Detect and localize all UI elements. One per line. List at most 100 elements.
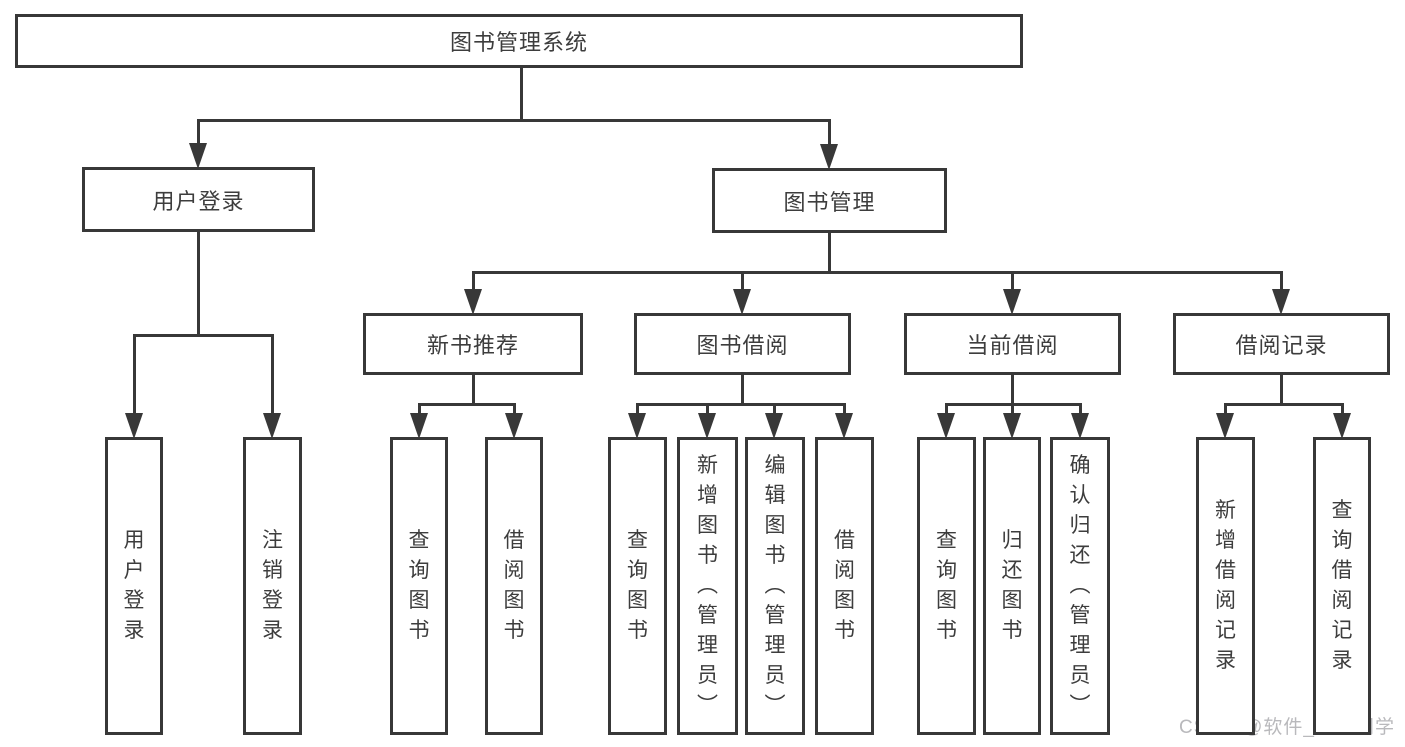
node-label-char: 新 [697,454,718,477]
node-bb-query-books: 查询图书 [608,437,667,735]
node-label-char: 图 [697,514,718,537]
node-nb-borrow-books: 借阅图书 [485,437,543,735]
node-label-char: ︵ [697,574,718,597]
node-label-char: 书 [764,544,786,567]
node-label-char: 图 [408,589,430,612]
arrowhead-down-icon [1216,413,1234,439]
node-label-char: 还 [1069,544,1091,567]
connector-horizontal-line [196,118,831,122]
node-label-char: 书 [834,619,855,642]
connector-vertical-line [1010,375,1014,406]
node-user-login-leaf: 用户登录 [105,437,163,735]
node-label-char: 记 [1331,619,1353,642]
arrowhead-down-icon [765,413,783,439]
node-cb-return-books: 归还图书 [983,437,1041,735]
node-label-char: 员 [697,664,718,687]
node-label-char: 图 [503,589,525,612]
node-label-char: 管 [697,604,718,627]
node-label-char: 借 [834,529,855,552]
arrowhead-down-icon [733,289,751,315]
node-label-char: ︵ [1069,574,1091,597]
arrowhead-down-icon [628,413,646,439]
node-book-borrowing: 图书借阅 [634,313,851,375]
node-label-char: 查 [408,529,430,552]
node-label-char: 管 [764,604,786,627]
node-label-char: 录 [1215,649,1236,672]
node-label-char: 阅 [503,559,525,582]
connector-horizontal-line [1223,402,1344,406]
arrowhead-down-icon [1003,413,1021,439]
node-label-char: 录 [262,619,283,642]
connector-vertical-line [471,375,475,406]
node-current-borrowing: 当前借阅 [904,313,1121,375]
connector-horizontal-line [635,402,846,406]
connector-vertical-line [740,375,744,406]
node-nb-query-books: 查询图书 [390,437,448,735]
arrowhead-down-icon [1333,413,1351,439]
connector-horizontal-line [417,402,516,406]
node-label-char: 询 [408,559,430,582]
node-label-char: 图 [627,589,648,612]
node-logout: 注销登录 [243,437,302,735]
node-label-char: 户 [123,559,145,582]
node-label-char: 书 [936,619,957,642]
node-bb-borrow-books: 借阅图书 [815,437,874,735]
connector-vertical-line [1010,404,1014,414]
arrowhead-down-icon [505,413,523,439]
node-bb-edit-books-admin: 编辑图书︵管理员︶ [745,437,805,735]
connector-horizontal-line [471,270,1283,274]
node-label-char: 阅 [834,559,855,582]
node-label-char: 登 [262,589,283,612]
node-label-char: 询 [1331,529,1353,552]
node-label-char: ︵ [764,574,786,597]
node-label-char: ︶ [1069,694,1091,717]
node-label-char: 询 [936,559,957,582]
node-label-char: 辑 [764,484,786,507]
node-label-char: 记 [1215,619,1236,642]
connector-vertical-line [772,404,776,414]
node-label-char: 书 [408,619,430,642]
node-library-management-system: 图书管理系统 [15,14,1023,68]
connector-horizontal-line [132,333,274,337]
node-new-book-recommendation: 新书推荐 [363,313,583,375]
node-label-char: 图 [1001,589,1023,612]
node-label-char: 归 [1001,529,1023,552]
connector-vertical-line [1340,404,1344,414]
node-label-char: 借 [503,529,525,552]
connector-vertical-line [512,404,516,414]
arrowhead-down-icon [698,413,716,439]
node-label-char: 借 [1331,559,1353,582]
connector-vertical-line [519,68,523,122]
node-borrowing-records: 借阅记录 [1173,313,1390,375]
node-label-char: 认 [1069,484,1091,507]
connector-vertical-line [827,119,831,145]
node-cb-confirm-return-admin: 确认归还︵管理员︶ [1050,437,1110,735]
node-label-char: 录 [123,619,145,642]
node-label-char: 用 [123,529,145,552]
connector-horizontal-line [944,402,1082,406]
node-book-management: 图书管理 [712,168,947,233]
connector-vertical-line [1223,404,1227,414]
node-label-char: 阅 [1331,589,1353,612]
node-label-char: 借 [1215,559,1236,582]
connector-vertical-line [944,404,948,414]
arrowhead-down-icon [937,413,955,439]
connector-vertical-line [1279,375,1283,406]
node-label-char: 理 [1069,634,1091,657]
connector-vertical-line [270,335,274,414]
node-label-char: 阅 [1215,589,1236,612]
node-label-char: 确 [1069,454,1091,477]
node-label-char: 查 [936,529,957,552]
node-user-login: 用户登录 [82,167,315,232]
connector-vertical-line [417,404,421,414]
arrowhead-down-icon [1272,289,1290,315]
arrowhead-down-icon [464,289,482,315]
node-label-char: 图 [936,589,957,612]
node-label-char: 图 [764,514,786,537]
connector-vertical-line [1010,272,1014,290]
node-br-query-borrowing-record: 查询借阅记录 [1313,437,1371,735]
arrowhead-down-icon [263,413,281,439]
node-label-char: 员 [1069,664,1091,687]
node-label-char: 书 [1001,619,1023,642]
